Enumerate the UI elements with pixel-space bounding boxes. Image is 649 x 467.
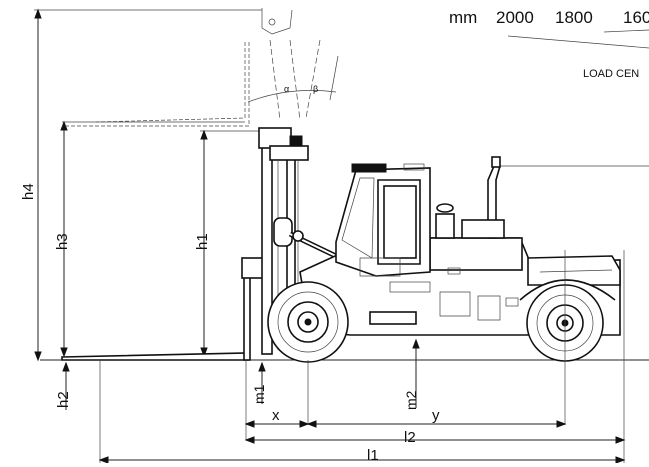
exhaust [435,156,505,239]
dimension-h3: h3 [54,120,71,358]
dimension-m1: m1 [251,361,267,404]
dimension-m2: m2 [403,338,420,410]
fork [61,257,265,361]
front-wheel [267,281,349,363]
load-center-value-2: 1800 [555,8,593,27]
load-center-leader-2 [603,29,649,33]
load-center-value-1: 2000 [496,8,534,27]
dimension-h2: h2 [55,361,72,410]
dimension-h1: h1 [194,129,262,358]
label-alpha: α [284,84,289,94]
rear-wheel [519,279,616,362]
load-center-value-3: 160 [623,8,649,27]
label-h3: h3 [54,233,71,250]
label-x: x [272,407,280,424]
load-center-label: LOAD CEN [583,68,639,80]
dimension-h4: h4 [20,8,262,362]
tilt-cylinder [273,217,342,261]
raised-fork-outline [62,8,293,127]
label-m1: m1 [251,384,267,404]
mast [258,127,309,355]
tilt-angles: α β [247,39,339,121]
label-l1: l1 [367,447,379,463]
unit-label: mm [449,8,477,27]
load-center-header: mm 2000 1800 160 LOAD CEN [449,8,649,80]
cab [335,163,431,277]
label-h4: h4 [20,183,37,200]
label-l2: l2 [404,429,416,446]
label-beta: β [313,84,318,94]
load-center-leader-1 [507,35,649,49]
label-h2: h2 [55,391,72,408]
dimension-x-y: x y [244,407,567,428]
label-h1: h1 [194,233,211,250]
dimension-l1: l1 [98,447,626,464]
label-m2: m2 [403,390,419,410]
label-y: y [432,407,440,424]
dimension-l2: l2 [244,429,626,446]
